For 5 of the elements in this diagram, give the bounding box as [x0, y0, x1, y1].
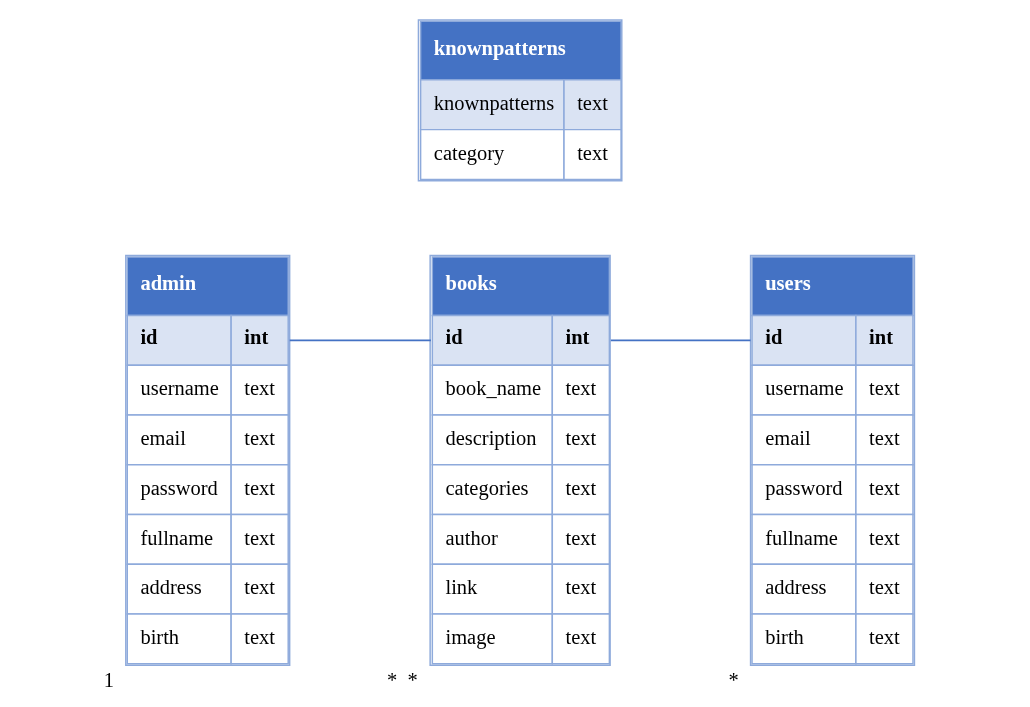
connector [288, 339, 432, 342]
node-label: * * [386, 669, 418, 692]
node-label: 1 [103, 669, 115, 692]
connector [609, 339, 752, 342]
node-label: * [728, 669, 739, 692]
